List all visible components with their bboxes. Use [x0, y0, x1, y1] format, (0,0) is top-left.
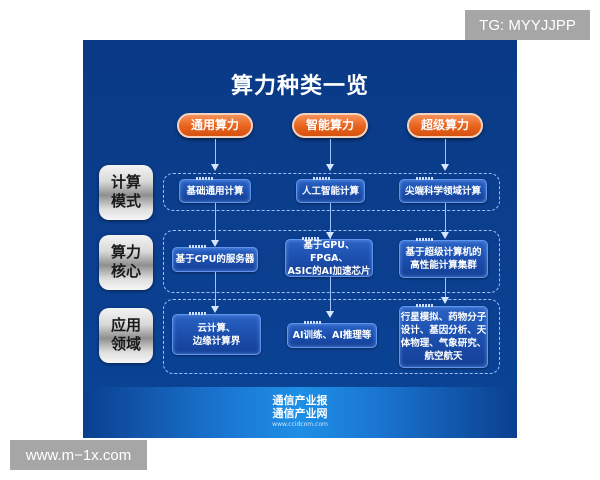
mode-node-label: 人工智能计算 [301, 185, 359, 197]
application-node-general: 云计算、 边缘计算界 [172, 312, 261, 355]
row-label-compute-mode: 计算 模式 [99, 165, 153, 220]
diagram-title: 算力种类一览 [230, 74, 369, 99]
mode-node-label: 尖端科学领域计算 [404, 185, 481, 197]
connector-line [215, 272, 216, 308]
core-node-intelligent: 基于GPU、FPGA、 ASIC的AI加速芯片 [285, 237, 373, 277]
application-node-super: 行星模拟、药物分子 设计、基因分析、天 体物理、气象研究、 航空航天 [399, 304, 488, 368]
core-node-general: 基于CPU的服务器 [172, 245, 258, 272]
connector-line [330, 139, 331, 166]
connector-line [330, 277, 331, 313]
decorative-tick [189, 312, 207, 315]
core-node-super: 基于超级计算机的 高性能计算集群 [399, 238, 488, 278]
mode-node-intelligent: 人工智能计算 [296, 177, 365, 203]
decorative-tick [416, 304, 434, 307]
application-node-label: AI训练、AI推理等 [292, 330, 372, 341]
footer-line1: 通信产业报 [272, 394, 328, 407]
mode-node-super: 尖端科学领域计算 [399, 177, 487, 203]
row-label-compute-core: 算力 核心 [99, 235, 153, 290]
connector-line [215, 203, 216, 241]
watermark-bottom-left: www.m−1x.com [10, 440, 147, 470]
decorative-tick [196, 177, 214, 180]
decorative-tick [416, 177, 434, 180]
arrow-down-icon [441, 164, 449, 171]
category-super-pill: 超级算力 [407, 113, 483, 138]
mode-row-container [163, 173, 500, 211]
arrow-down-icon [326, 164, 334, 171]
application-row-container [163, 299, 500, 374]
connector-line [330, 203, 331, 241]
footer-line2: 通信产业网 [272, 407, 328, 420]
core-node-label: 基于GPU、FPGA、 ASIC的AI加速芯片 [287, 239, 371, 277]
footer-banner: 通信产业报 通信产业网 www.ccidcom.com [83, 387, 517, 438]
arrow-down-icon [326, 311, 334, 318]
arrow-down-icon [211, 306, 219, 313]
decorative-tick [302, 237, 320, 240]
core-node-label: 基于超级计算机的 高性能计算集群 [405, 247, 482, 271]
arrow-down-icon [211, 164, 219, 171]
arrow-down-icon [326, 232, 334, 239]
diagram-panel: 算力种类一览 通用算力 智能算力 超级算力 计算 模式 算力 核心 应用 领域 … [83, 40, 517, 438]
footer-url: www.ccidcom.com [272, 421, 328, 428]
connector-line [445, 278, 446, 298]
arrow-down-icon [441, 297, 449, 304]
watermark-top-right: TG: MYYJJPP [465, 10, 590, 40]
decorative-tick [416, 238, 434, 241]
arrow-down-icon [441, 232, 449, 239]
connector-line [445, 139, 446, 166]
decorative-tick [304, 321, 322, 324]
core-node-label: 基于CPU的服务器 [175, 254, 255, 265]
application-node-label: 云计算、 边缘计算界 [192, 322, 241, 347]
application-node-label: 行星模拟、药物分子 设计、基因分析、天 体物理、气象研究、 航空航天 [400, 312, 487, 362]
mode-node-label: 基础通用计算 [186, 185, 244, 197]
row-label-application: 应用 领域 [99, 308, 153, 363]
category-general-pill: 通用算力 [177, 113, 253, 138]
mode-node-general: 基础通用计算 [179, 177, 251, 203]
decorative-tick [189, 245, 207, 248]
connector-line [445, 203, 446, 233]
decorative-tick [313, 177, 331, 180]
core-row-container [163, 230, 500, 293]
connector-line [215, 139, 216, 166]
arrow-down-icon [211, 240, 219, 247]
application-node-intelligent: AI训练、AI推理等 [287, 321, 377, 348]
category-intelligent-pill: 智能算力 [292, 113, 368, 138]
